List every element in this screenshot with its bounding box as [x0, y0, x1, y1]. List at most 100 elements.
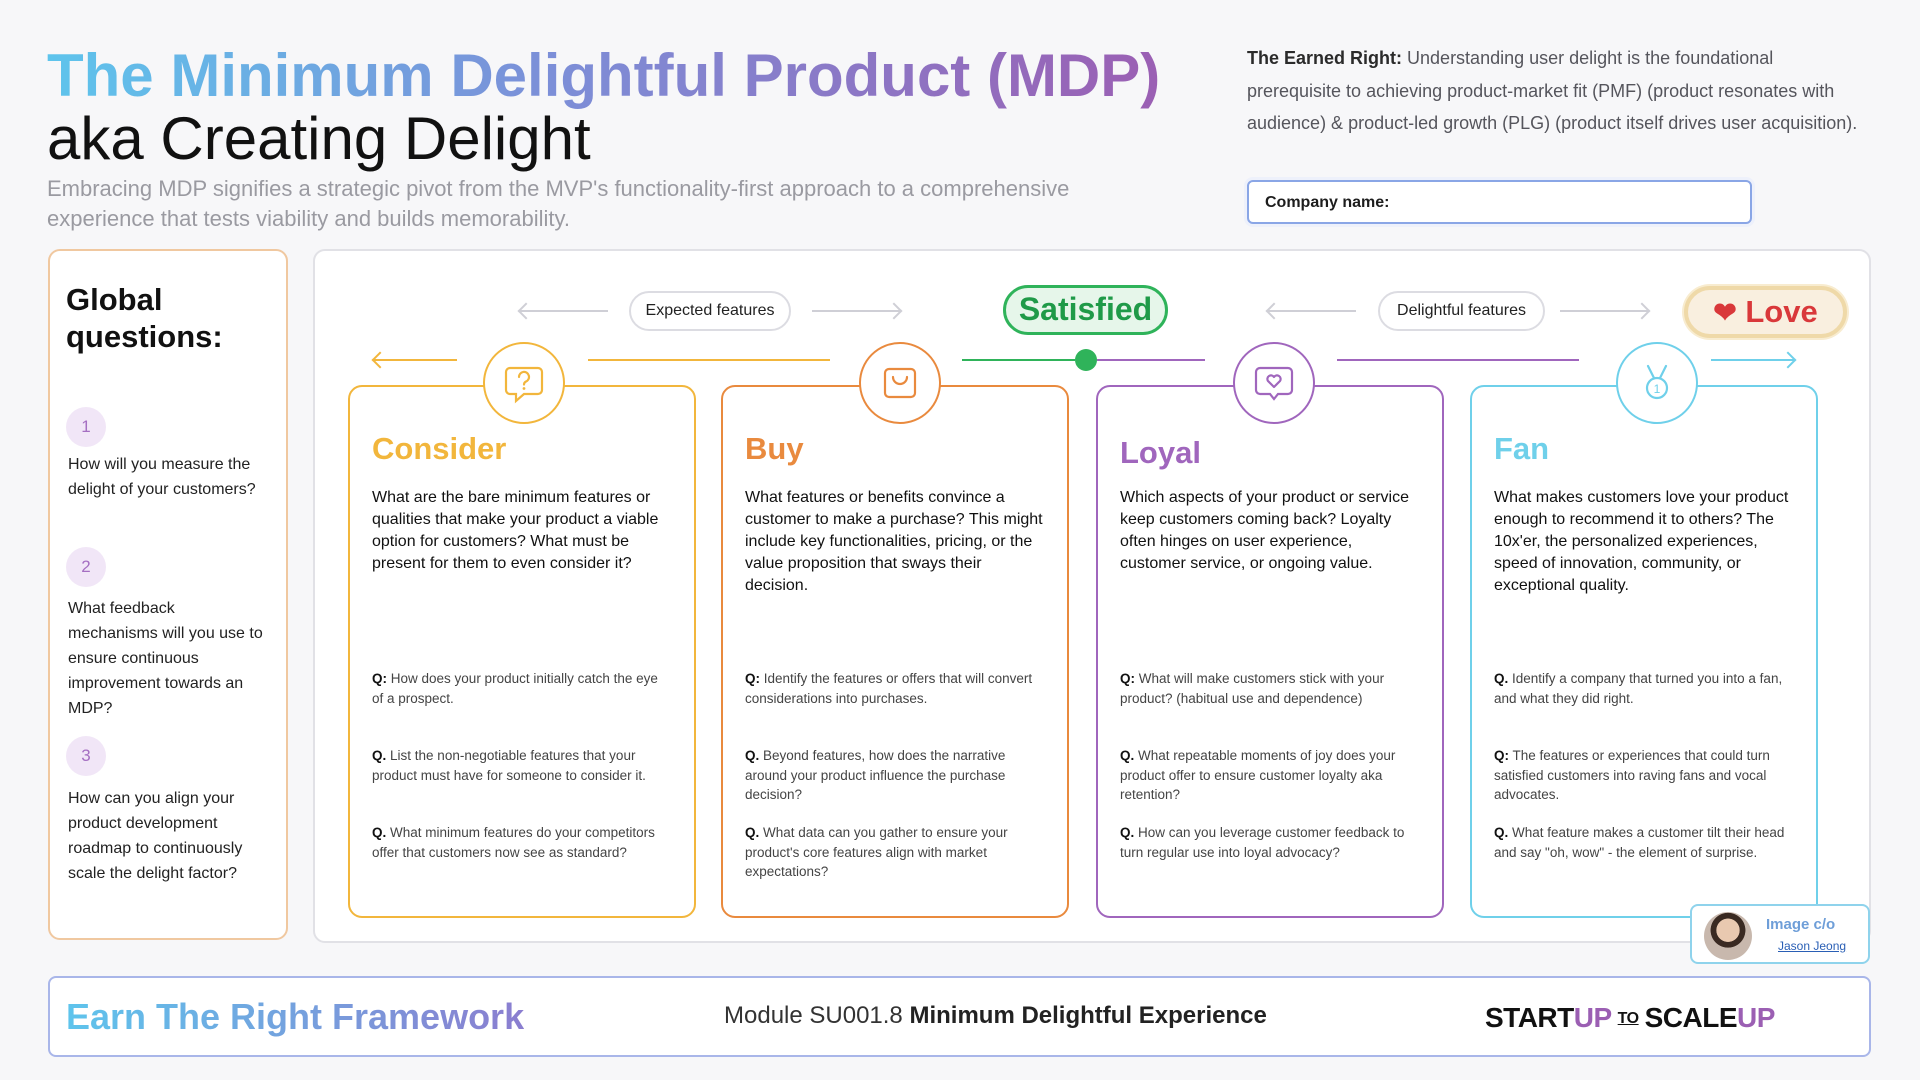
question-text: What minimum features do your competitor…	[372, 825, 655, 860]
satisfied-marker	[1075, 349, 1097, 371]
stage-card-fan: Fan What makes customers love your produ…	[1470, 385, 1818, 918]
love-label: Love	[1745, 294, 1818, 329]
question-prefix: Q.	[372, 748, 387, 763]
earned-right-note: The Earned Right: Understanding user del…	[1247, 42, 1867, 140]
stage-title: Consider	[372, 431, 507, 466]
consider-buy-connector	[588, 359, 830, 361]
question-text: Beyond features, how does the narrative …	[745, 748, 1006, 802]
question-prefix: Q.	[1120, 748, 1135, 763]
credit-author-link[interactable]: Jason Jeong	[1778, 939, 1847, 953]
question-prefix: Q:	[745, 671, 760, 686]
question-text: The features or experiences that could t…	[1494, 748, 1770, 802]
earned-right-label: The Earned Right:	[1247, 48, 1403, 68]
love-badge: ❤ Love	[1684, 286, 1847, 338]
question-text: What feature makes a customer tilt their…	[1494, 825, 1785, 860]
question-prefix: Q:	[1120, 671, 1135, 686]
expected-left-arrow	[520, 310, 608, 312]
question-text: List the non-negotiable features that yo…	[372, 748, 646, 783]
framework-title: Earn The Right Framework	[66, 996, 525, 1037]
brand-word: UP	[1737, 1002, 1775, 1033]
brand-word: SCALE	[1644, 1002, 1738, 1033]
global-question-text: How will you measure the delight of your…	[68, 456, 256, 498]
module-label: Module SU001.8 Minimum Delightful Experi…	[724, 1002, 1267, 1030]
global-question-number: 1	[66, 407, 106, 447]
question-text: What data can you gather to ensure your …	[745, 825, 1008, 879]
satisfied-loyal-connector	[1097, 359, 1205, 361]
stage-title: Fan	[1494, 431, 1550, 466]
stage-question: Q: How does your product initially catch…	[372, 669, 672, 708]
question-prefix: Q.	[1120, 825, 1135, 840]
loyal-fan-connector	[1337, 359, 1579, 361]
svg-text:1: 1	[1654, 382, 1661, 396]
delightful-right-arrow	[1560, 310, 1648, 312]
module-code: Module SU001.8	[724, 1002, 903, 1029]
stage-question: Q. List the non-negotiable features that…	[372, 746, 672, 785]
stage-question: Q. What repeatable moments of joy does y…	[1120, 746, 1420, 805]
company-name-field[interactable]: Company name:	[1247, 180, 1752, 224]
image-credit: Image c/o Jason Jeong	[1690, 904, 1870, 964]
heart-bubble-icon	[1233, 342, 1315, 424]
earned-right-text: Understanding user delight is the founda…	[1247, 48, 1858, 133]
question-prefix: Q.	[372, 825, 387, 840]
buy-satisfied-connector	[962, 359, 1075, 361]
delightful-features-pill: Delightful features	[1378, 291, 1545, 331]
stage-question: Q. What feature makes a customer tilt th…	[1494, 823, 1794, 862]
stage-question: Q. What minimum features do your competi…	[372, 823, 672, 862]
shopping-bag-icon	[859, 342, 941, 424]
company-name-label: Company name:	[1265, 194, 1390, 211]
stage-description: Which aspects of your product or service…	[1120, 489, 1410, 572]
question-text: Identify the features or offers that wil…	[745, 671, 1033, 706]
question-prefix: Q:	[372, 671, 387, 686]
global-question-text: What feedback mechanisms will you use to…	[68, 600, 263, 717]
stage-question: Q. What data can you gather to ensure yo…	[745, 823, 1045, 882]
medal-icon: 1	[1616, 342, 1698, 424]
question-prefix: Q:	[1494, 748, 1509, 763]
question-prefix: Q.	[745, 825, 760, 840]
stage-title: Buy	[745, 431, 804, 466]
stage-question: Q: What will make customers stick with y…	[1120, 669, 1420, 708]
expected-features-pill: Expected features	[629, 291, 791, 331]
question-text: What repeatable moments of joy does your…	[1120, 748, 1396, 802]
avatar	[1704, 912, 1752, 960]
question-prefix: Q.	[1494, 671, 1509, 686]
delightful-left-arrow	[1268, 310, 1356, 312]
stage-card-loyal: Loyal Which aspects of your product or s…	[1096, 385, 1444, 918]
question-prefix: Q.	[745, 748, 760, 763]
satisfied-badge: Satisfied	[1003, 285, 1168, 335]
stage-description: What makes customers love your product e…	[1494, 489, 1789, 594]
global-question-text: How can you align your product developme…	[68, 790, 243, 882]
global-questions-panel: Global questions: 1 How will you measure…	[48, 249, 288, 940]
fan-connector	[1711, 359, 1795, 361]
question-text: What will make customers stick with your…	[1120, 671, 1385, 706]
credit-label: Image c/o	[1766, 916, 1836, 933]
question-bubble-icon	[483, 342, 565, 424]
brand-word: START	[1485, 1002, 1574, 1033]
heart-icon: ❤	[1713, 297, 1737, 328]
stage-card-buy: Buy What features or benefits convince a…	[721, 385, 1069, 918]
stage-card-consider: Consider What are the bare minimum featu…	[348, 385, 696, 918]
global-question-number: 3	[66, 736, 106, 776]
intro-text: Embracing MDP signifies a strategic pivo…	[47, 176, 1070, 231]
module-name: Minimum Delightful Experience	[909, 1002, 1267, 1029]
stage-description: What are the bare minimum features or qu…	[372, 489, 659, 572]
global-question-number: 2	[66, 547, 106, 587]
question-text: Identify a company that turned you into …	[1494, 671, 1783, 706]
stage-question: Q: The features or experiences that coul…	[1494, 746, 1794, 805]
expected-right-arrow	[812, 310, 900, 312]
consider-connector	[373, 359, 457, 361]
page-subtitle: aka Creating Delight	[47, 105, 591, 172]
footer-bar: Earn The Right Framework Module SU001.8 …	[48, 976, 1871, 1057]
stage-question: Q. How can you leverage customer feedbac…	[1120, 823, 1420, 862]
stage-question: Q. Beyond features, how does the narrati…	[745, 746, 1045, 805]
brand-word: UP	[1573, 1002, 1612, 1033]
global-questions-heading: Global questions:	[66, 282, 223, 354]
page-title: The Minimum Delightful Product (MDP)	[47, 40, 1160, 112]
stage-title: Loyal	[1120, 435, 1201, 470]
question-text: How does your product initially catch th…	[372, 671, 658, 706]
question-prefix: Q.	[1494, 825, 1509, 840]
brand-word: TO	[1617, 1010, 1639, 1027]
question-text: How can you leverage customer feedback t…	[1120, 825, 1405, 860]
stage-question: Q: Identify the features or offers that …	[745, 669, 1045, 708]
stage-description: What features or benefits convince a cus…	[745, 489, 1043, 594]
